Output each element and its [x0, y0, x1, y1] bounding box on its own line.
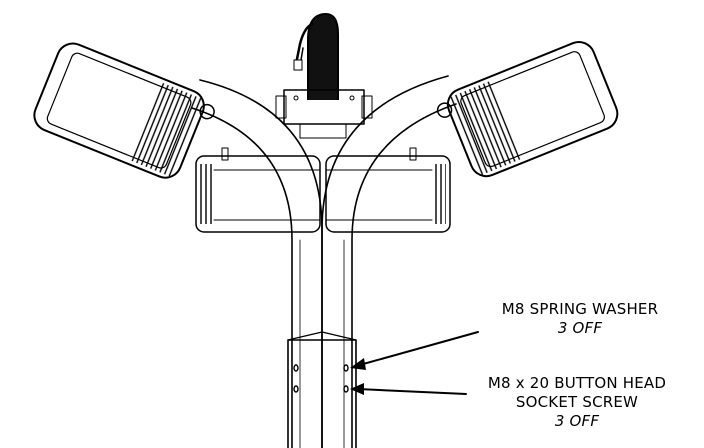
heater-head-left — [33, 42, 215, 179]
part-label-line-2: SOCKET SCREW — [515, 393, 639, 411]
part-label-line-1: M8 x 20 BUTTON HEAD — [487, 374, 667, 392]
leader-arrow-washer — [350, 331, 479, 370]
callout-button-head-screw: M8 x 20 BUTTON HEAD SOCKET SCREW 3 OFF — [450, 374, 704, 431]
quantity-label: 3 OFF — [557, 319, 603, 337]
callout-spring-washer: M8 SPRING WASHER 3 OFF — [470, 300, 690, 338]
left-arm — [191, 79, 323, 448]
rear-heater-left — [195, 147, 321, 233]
button-head-screw-marks — [293, 385, 349, 393]
part-label: M8 SPRING WASHER — [501, 300, 659, 318]
heater-head-right — [436, 41, 619, 178]
leader-arrow-screw — [350, 383, 467, 395]
spring-washer-marks — [293, 364, 349, 372]
quantity-label: 3 OFF — [554, 412, 600, 430]
rear-heater-right — [325, 147, 451, 233]
power-cable — [293, 12, 339, 100]
pole-collar — [287, 331, 357, 448]
right-arm — [321, 75, 457, 448]
